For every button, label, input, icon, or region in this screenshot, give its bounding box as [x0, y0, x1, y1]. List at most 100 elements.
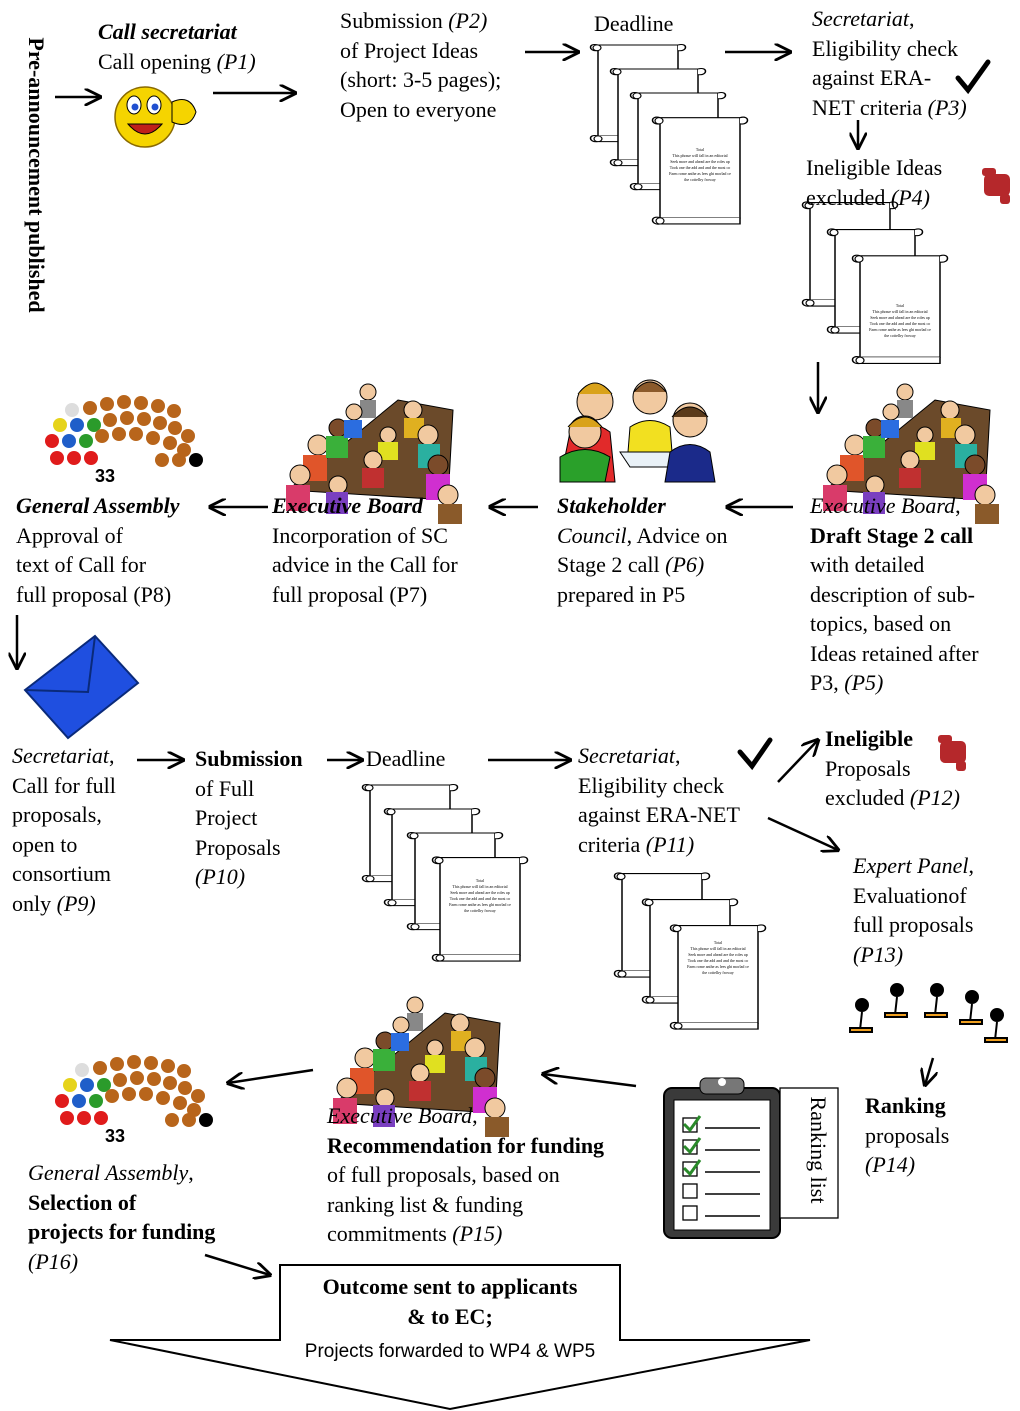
p8-approval: Approval	[16, 522, 100, 548]
p3-line3: against ERA-	[812, 65, 932, 90]
p3-secretariat: Secretariat	[812, 6, 909, 31]
deadline-label-2: Deadline	[366, 746, 446, 771]
p10-line2: of Full	[195, 775, 255, 801]
p7-line1: Executive Board	[272, 493, 423, 518]
p6-block: Stakeholder Council, Advice on Stage 2 c…	[557, 491, 728, 609]
envelope-icon	[23, 634, 140, 740]
assembly-count-2: 33	[105, 1126, 126, 1146]
p1-block: Call secretariat Call opening (P1)	[98, 17, 256, 76]
p3-net: NET criteria	[812, 94, 928, 120]
doc-text-line: the cottellry froway	[464, 908, 496, 913]
p16-line3: projects for funding	[28, 1219, 216, 1244]
doc-text-line: Seek more and ahead are the roles ap	[450, 890, 510, 895]
p9-call: Call	[12, 772, 49, 798]
arrow-p11-to-p13	[767, 816, 838, 850]
p11-secretariat: Secretariat	[578, 743, 675, 768]
p11-block: Secretariat, Eligibility check against E…	[578, 741, 740, 859]
p15-comma: ,	[472, 1103, 478, 1128]
doc-text-3: Total This phrase will fall in an editor…	[440, 878, 520, 914]
p2-line3: (short: 3-5 pages);	[340, 67, 502, 92]
p9-line5: consortium	[12, 861, 111, 886]
p12-excluded: excluded	[825, 785, 910, 810]
p9-line4: open to	[12, 831, 78, 857]
p6-code: (P6)	[665, 552, 705, 577]
doc-text-line: Took one the add and and the most co	[669, 165, 731, 170]
p13-evaluation: Evaluation	[853, 882, 949, 908]
outcome-arrow-shape	[109, 1264, 811, 1411]
p15-code: (P15)	[452, 1221, 503, 1246]
p11-eligibility: Eligibility	[578, 772, 668, 798]
stop-hand-icon	[982, 168, 1010, 204]
p5-p3: P3,	[810, 670, 845, 695]
p4-ideas: Ideas	[890, 155, 943, 180]
p15-executive-board: Executive Board	[327, 1103, 473, 1128]
doc-text-line: Farm rome anthe as lees ght morlad ce	[669, 171, 731, 176]
p1-call: Call	[98, 48, 135, 74]
arrow-p14-to-p15	[543, 1074, 637, 1088]
p14-block: Ranking proposals (P14)	[865, 1091, 949, 1180]
p2-code: (P2)	[442, 8, 488, 33]
arrow-p15-to-p16	[228, 1068, 314, 1083]
smiley-megaphone-icon	[114, 86, 197, 148]
p12-line2: Proposals	[825, 755, 911, 781]
p8-line1: General Assembly	[16, 493, 180, 518]
p1-opening: opening	[134, 48, 217, 74]
doc-text-line: Total	[895, 303, 905, 308]
doc-text-line: Seek more and ahead are the roles ap	[688, 952, 748, 957]
doc-text-line: This phrase will fall in an editorial	[690, 946, 746, 951]
p10-line3: Project	[195, 805, 258, 830]
p10-line1: Submission	[195, 746, 303, 771]
ranking-list-label: Ranking list	[806, 1096, 831, 1204]
p13-comma: ,	[968, 853, 974, 878]
p3-eligibility: Eligibility	[812, 35, 902, 61]
p7-incorporation: Incorporation	[272, 522, 392, 548]
p16-general-assembly: General Assembly	[28, 1160, 189, 1185]
doc-text-line: Took one the add and and the most co	[687, 958, 749, 963]
p4-code: (P4)	[890, 184, 930, 210]
p5-line5: topics, based on	[810, 611, 952, 636]
p3-check: check	[901, 35, 959, 61]
p13-block: Expert Panel, Evaluationof full proposal…	[853, 851, 974, 969]
checkmark-icon	[955, 59, 991, 95]
p6-stage2: Stage 2 call	[557, 552, 666, 577]
p9-block: Secretariat, Call for full proposals, op…	[12, 741, 116, 918]
assembly-count: 33	[95, 466, 116, 486]
p7-of-sc: of SC	[391, 522, 448, 548]
p5-line3: with detailed	[810, 552, 925, 577]
p3-block: Secretariat, Eligibility check against E…	[812, 4, 967, 122]
doc-text-line: Farm rome anthe as lees ght morlad ce	[687, 964, 749, 969]
p7-line4: full proposal (P7)	[272, 581, 428, 607]
p5-comma: ,	[955, 493, 961, 518]
outcome-line1: Outcome sent to applicants	[322, 1274, 578, 1299]
p4-block: Ineligible Ideas excluded (P4)	[806, 153, 942, 212]
p15-commitments: commitments	[327, 1221, 453, 1246]
documents-stack-icon-3	[361, 783, 529, 962]
arrow-p16-to-outcome	[204, 1253, 270, 1275]
outcome-line2: & to EC;	[407, 1303, 493, 1329]
p9-code: (P9)	[56, 890, 96, 916]
doc-text-4: Total This phrase will fall in an editor…	[678, 940, 758, 976]
assembly-seats-icon-2	[55, 1055, 213, 1127]
p14-line2: proposals	[865, 1122, 950, 1148]
doc-text-1: Total This phrase will fall in an editor…	[660, 147, 740, 183]
p6-council: Council	[557, 522, 627, 548]
p6-on: on	[700, 522, 728, 548]
doc-text-line: the cottellry froway	[702, 970, 734, 975]
p6-line4: prepared in P5	[557, 581, 686, 607]
p5-line4: description of sub-	[810, 581, 975, 607]
p5-block: Executive Board, Draft Stage 2 call with…	[810, 491, 979, 698]
p13-expert-panel: Expert Panel	[853, 853, 969, 878]
doc-text-line: This phrase will fall in an editorial	[872, 309, 928, 314]
p10-line5: (P10)	[195, 864, 246, 889]
p5-line2: Draft Stage 2 call	[810, 522, 974, 548]
doc-text-line: Took one the add and and the most co	[449, 896, 511, 901]
p16-block: General Assembly, Selection of projects …	[28, 1158, 215, 1276]
p14-line3: (P14)	[865, 1152, 916, 1177]
p13-line3: full proposals	[853, 912, 974, 937]
p2-block: Submission (P2) of Project Ideas (short:…	[340, 6, 501, 124]
clipboard-icon	[663, 1077, 839, 1239]
p15-line4: ranking list & funding	[327, 1191, 524, 1217]
p6-comma: ,	[626, 522, 637, 548]
doc-text-line: the cottellry froway	[684, 177, 716, 182]
p14-line1: Ranking	[865, 1093, 946, 1118]
